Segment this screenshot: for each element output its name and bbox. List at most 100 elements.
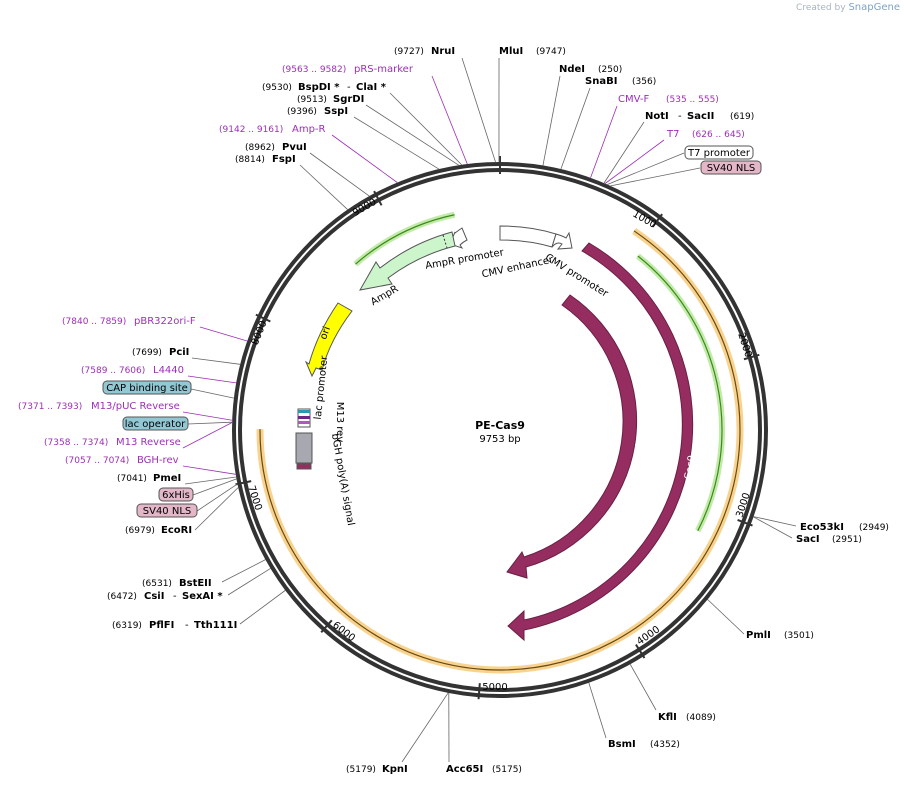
svg-text:(9530): (9530)	[262, 83, 292, 93]
ampr-feature[interactable]: AmpR	[359, 231, 456, 308]
svg-text:CsiI: CsiI	[144, 591, 164, 602]
site-ecori[interactable]: (6979)EcoRI	[125, 525, 192, 536]
primer-prs-marker[interactable]: (9563 .. 9582)pRS-marker	[282, 64, 414, 75]
svg-text:Amp-R: Amp-R	[292, 124, 326, 135]
leader-line-21	[187, 421, 233, 425]
primer-m13-puc-reverse[interactable]: (7371 .. 7393)M13/pUC Reverse	[18, 401, 180, 412]
leader-line-30	[239, 590, 286, 625]
leader-line-33	[707, 599, 745, 635]
svg-text:(8962): (8962)	[245, 143, 275, 153]
cas9-feature-inner[interactable]: Cas9	[506, 294, 646, 579]
site-eco53ki[interactable]: Eco53kI(2949)	[800, 522, 889, 533]
svg-text:(7699): (7699)	[132, 348, 162, 358]
site-pvui[interactable]: (8962)PvuI	[245, 142, 307, 153]
leader-line-32	[753, 516, 793, 539]
site-bsteii[interactable]: (6531)BstEII	[142, 578, 212, 589]
svg-text:(6979): (6979)	[125, 526, 155, 536]
primer-m13-reverse[interactable]: (7358 .. 7374)M13 Reverse	[44, 437, 181, 448]
svg-text:PmeI: PmeI	[153, 473, 181, 484]
site-pmli[interactable]: PmlI(3501)	[746, 630, 814, 641]
site-sspi[interactable]: (9396)SspI	[287, 106, 348, 117]
svg-text:(7371 .. 7393): (7371 .. 7393)	[18, 402, 82, 412]
site-bspdi-clai[interactable]: (9530)BspDI *-ClaI *	[262, 82, 387, 93]
svg-text:Tth111I: Tth111I	[194, 620, 237, 631]
site-sgrdi[interactable]: (9513)SgrDI	[297, 94, 364, 105]
svg-text:(6319): (6319)	[112, 621, 142, 631]
svg-text:(9563 .. 9582): (9563 .. 9582)	[282, 65, 346, 75]
svg-text:pBR322ori-F: pBR322ori-F	[134, 316, 196, 327]
cmv-promoter-feature[interactable]: CMV promoter	[543, 231, 611, 300]
site-mlui[interactable]: MluI(9747)	[499, 46, 566, 57]
plasmid-name: PE-Cas9	[475, 419, 525, 432]
site-kpni[interactable]: (5179)KpnI	[346, 764, 408, 775]
tick-4000	[635, 644, 646, 659]
site-nrui[interactable]: (9727)NruI	[394, 46, 455, 57]
orf-ampr-line	[355, 214, 455, 265]
leader-line-7	[607, 152, 685, 185]
leader-line-26	[196, 483, 238, 512]
primer-cmvf[interactable]: CMV-F(535 .. 555)	[618, 94, 719, 105]
site-pmei[interactable]: (7041)PmeI	[117, 473, 181, 484]
svg-text:(535 .. 555): (535 .. 555)	[666, 95, 719, 105]
tick-3000	[737, 518, 753, 527]
primer-pbr322ori-f[interactable]: (7840 .. 7859)pBR322ori-F	[62, 316, 196, 327]
svg-text:SacI: SacI	[796, 534, 820, 545]
bgh-polya-feature[interactable]: bGH poly(A) signal	[295, 432, 356, 527]
leader-line-2	[542, 75, 561, 166]
leader-line-18	[187, 375, 237, 384]
site-saci[interactable]: SacI(2951)	[796, 534, 862, 545]
ori-feature[interactable]: ori	[304, 302, 353, 378]
svg-text:T7 promoter: T7 promoter	[687, 148, 751, 159]
site-snabi[interactable]: SnaBI(356)	[585, 76, 656, 87]
svg-text:-: -	[678, 111, 682, 122]
svg-text:(6531): (6531)	[142, 579, 172, 589]
svg-text:KflI: KflI	[658, 712, 677, 723]
svg-text:(4089): (4089)	[686, 713, 716, 723]
his-tag-box[interactable]: 6xHis	[158, 487, 194, 502]
snapgene-brand: SnapGene	[848, 2, 900, 13]
site-fspi[interactable]: (8814) FspI	[235, 154, 296, 165]
leader-line-13	[331, 134, 398, 183]
svg-text:SspI: SspI	[324, 106, 348, 117]
svg-text:NdeI: NdeI	[559, 64, 585, 75]
site-noti-sacii[interactable]: NotI-SacII(619)	[645, 111, 754, 122]
svg-text:(5175): (5175)	[492, 765, 522, 775]
lac-operator-box[interactable]: lac operator	[122, 416, 189, 431]
svg-text:MluI: MluI	[499, 46, 523, 57]
site-acc65i[interactable]: Acc65I(5175)	[446, 764, 522, 775]
primer-l4440[interactable]: (7589 .. 7606)L4440	[81, 365, 184, 376]
site-pcii[interactable]: (7699)PciI	[132, 347, 189, 358]
svg-text:SV40 NLS: SV40 NLS	[143, 506, 192, 517]
site-csii-sexai[interactable]: (6472)CsiI-SexAI *	[107, 591, 223, 602]
leader-line-36	[401, 692, 449, 763]
site-ndei[interactable]: NdeI(250)	[559, 64, 622, 75]
leader-line-31	[753, 516, 797, 527]
svg-text:(9142 .. 9161): (9142 .. 9161)	[219, 125, 283, 135]
svg-text:SacII: SacII	[687, 111, 714, 122]
leader-line-0	[461, 57, 496, 163]
leader-line-6	[604, 139, 665, 184]
site-kfli[interactable]: KflI (4089)	[658, 712, 716, 723]
primer-t7[interactable]: T7(626 .. 645)	[666, 129, 745, 140]
cap-binding-site-box[interactable]: CAP binding site	[102, 380, 192, 395]
sv40-nls-top-box[interactable]: SV40 NLS	[700, 160, 762, 175]
primer-amp-r[interactable]: (9142 .. 9161) Amp-R	[219, 124, 326, 135]
svg-text:FspI: FspI	[272, 154, 296, 165]
sv40-nls-bottom-box[interactable]: SV40 NLS	[136, 503, 198, 518]
svg-text:Eco53kI: Eco53kI	[800, 522, 844, 533]
svg-text:6xHis: 6xHis	[162, 490, 190, 501]
site-bsmi[interactable]: BsmI(4352)	[608, 739, 680, 750]
svg-text:(6472): (6472)	[107, 592, 137, 602]
t7-promoter-box[interactable]: T7 promoter	[684, 145, 754, 160]
orf-layer	[256, 211, 744, 674]
lac-region-feature[interactable]: lac promoter M13 rev	[297, 354, 345, 442]
svg-text:(8814): (8814)	[235, 155, 265, 165]
primer-bgh-rev[interactable]: (7057 .. 7074)BGH-rev	[65, 455, 179, 466]
leader-line-15	[299, 164, 348, 210]
tick-8000	[255, 313, 271, 323]
svg-text:-: -	[347, 82, 351, 93]
tick-2000	[743, 353, 760, 361]
cas9-feature-outer[interactable]: Cas9	[507, 242, 698, 642]
site-pflfi-tth111i[interactable]: (6319)PflFI-Tth111I	[112, 620, 237, 631]
